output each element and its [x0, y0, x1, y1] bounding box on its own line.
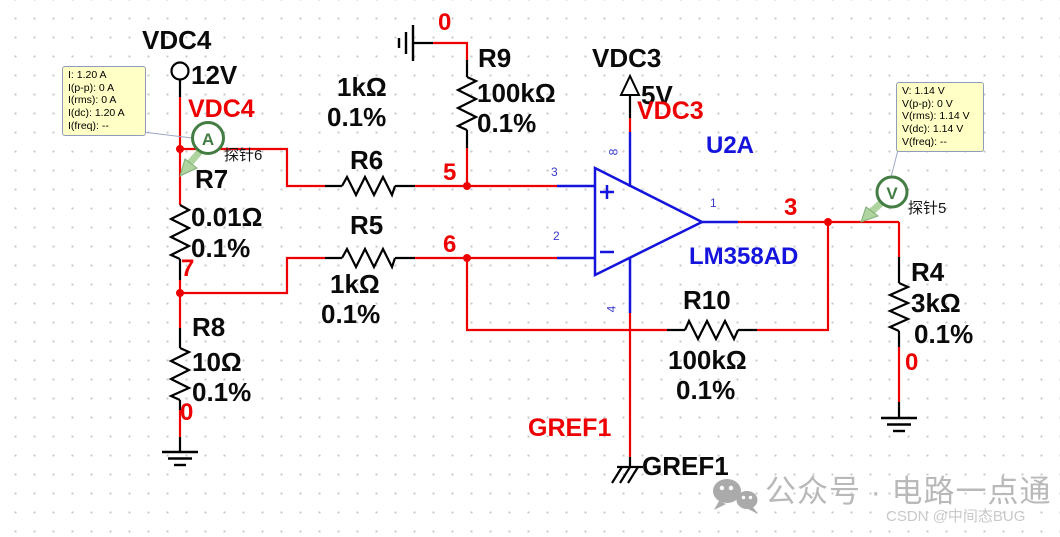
probe5-name-label[interactable]: 探针5 — [908, 200, 947, 217]
junction-dots — [176, 145, 832, 297]
current-probe-icon[interactable]: A — [179, 121, 225, 177]
r9-value-label[interactable]: 100kΩ — [477, 78, 556, 108]
resistor-r4-symbol[interactable] — [887, 222, 911, 418]
probe5-readout-tooltip[interactable]: V: 1.14 V V(p-p): 0 V V(rms): 1.14 V V(d… — [896, 82, 984, 152]
ground-icon[interactable] — [881, 416, 917, 433]
ground-icon[interactable] — [162, 450, 198, 467]
r6-tol-label[interactable]: 0.1% — [327, 102, 387, 132]
opamp-symbol[interactable] — [593, 165, 738, 313]
readout-line: I(rms): 0 A — [68, 94, 117, 107]
readout-line: V: 1.14 V — [902, 85, 945, 97]
vdc4-value-label[interactable]: 12V — [191, 60, 238, 90]
r6-ref-label[interactable]: R6 — [350, 145, 384, 175]
r10-value-label[interactable]: 100kΩ — [668, 345, 747, 375]
wire-feedback-right[interactable] — [757, 222, 830, 332]
wire-to-r6[interactable] — [180, 147, 325, 188]
wire-feedback-left[interactable] — [465, 258, 667, 332]
pin-1-label: 1 — [710, 196, 717, 210]
vdc4-source-symbol[interactable] — [170, 61, 190, 150]
net-7-label[interactable]: 7 — [181, 255, 195, 282]
vdc3-value-label[interactable]: 5V — [641, 80, 673, 110]
resistor-r5-symbol[interactable] — [325, 246, 415, 270]
readout-line: V(dc): 1.14 V — [902, 123, 964, 136]
gref1-red-label[interactable]: GREF1 — [528, 414, 612, 442]
r9-tol-label[interactable]: 0.1% — [477, 108, 537, 138]
net-0-r8-label[interactable]: 0 — [180, 399, 194, 426]
net-6-label[interactable]: 6 — [443, 231, 457, 258]
readout-line: I(p-p): 0 A — [68, 81, 115, 94]
resistor-r6-symbol[interactable] — [325, 174, 415, 198]
vdc3-ref-label[interactable]: VDC3 — [592, 43, 662, 73]
wire-to-r5[interactable] — [180, 256, 325, 295]
readout-line: V(rms): 1.14 V — [902, 110, 970, 123]
resistor-r8-symbol[interactable] — [168, 293, 192, 452]
probe6-type-letter: A — [202, 130, 214, 149]
probe6-leader-line — [142, 131, 193, 139]
csdn-watermark-text: CSDN @中间态BUG — [886, 508, 1026, 525]
readout-line: V(p-p): 0 V — [902, 97, 953, 110]
r8-ref-label[interactable]: R8 — [192, 312, 226, 342]
resistor-r9-symbol[interactable] — [413, 41, 479, 186]
probe5-leader-line — [890, 149, 899, 178]
r4-value-label[interactable]: 3kΩ — [911, 288, 961, 318]
wechat-icon — [713, 479, 758, 514]
r8-value-label[interactable]: 10Ω — [192, 347, 242, 377]
pin-4-label: 4 — [604, 305, 619, 313]
ground-sideways-icon[interactable] — [397, 25, 415, 61]
net-3-label[interactable]: 3 — [784, 194, 798, 221]
vdc4-net-label[interactable]: VDC4 — [188, 95, 255, 123]
r6-value-label[interactable]: 1kΩ — [337, 72, 387, 102]
r8-tol-label[interactable]: 0.1% — [192, 377, 252, 407]
resistor-r10-symbol[interactable] — [667, 318, 757, 342]
readout-line: I(freq): -- — [68, 119, 109, 132]
probe6-name-label[interactable]: 探针6 — [224, 147, 263, 164]
r4-tol-label[interactable]: 0.1% — [914, 319, 974, 349]
readout-line: V(freq): -- — [902, 135, 947, 148]
net-5-label[interactable]: 5 — [443, 159, 457, 186]
r5-tol-label[interactable]: 0.1% — [321, 299, 381, 329]
opamp-part-label[interactable]: LM358AD — [689, 243, 799, 270]
vdc4-ref-label[interactable]: VDC4 — [142, 25, 212, 55]
pin-2-label: 2 — [553, 229, 560, 243]
pin-8-label: 8 — [606, 148, 621, 156]
r7-tol-label[interactable]: 0.1% — [191, 233, 251, 263]
r4-ref-label[interactable]: R4 — [911, 257, 945, 287]
readout-line: I(dc): 1.20 A — [68, 107, 125, 120]
vdc3-net-label[interactable]: VDC3 — [637, 97, 704, 125]
ground-gref1-icon[interactable] — [611, 457, 643, 484]
readout-line: I: 1.20 A — [68, 69, 107, 81]
r7-value-label[interactable]: 0.01Ω — [191, 202, 263, 232]
r10-ref-label[interactable]: R10 — [683, 285, 731, 315]
wechat-watermark-text: 公众号 · 电路一点通 — [765, 474, 1052, 509]
r9-ref-label[interactable]: R9 — [478, 43, 512, 73]
voltage-probe-icon[interactable]: V — [860, 175, 909, 223]
gref1-black-label[interactable]: GREF1 — [642, 451, 729, 481]
net-0-r4-label[interactable]: 0 — [905, 349, 919, 376]
probe5-type-letter: V — [886, 184, 898, 203]
vdc3-source-symbol[interactable] — [619, 73, 641, 187]
r5-ref-label[interactable]: R5 — [350, 210, 384, 240]
r5-value-label[interactable]: 1kΩ — [330, 269, 380, 299]
pin-3-label: 3 — [551, 165, 558, 179]
r10-tol-label[interactable]: 0.1% — [676, 375, 736, 405]
r7-ref-label[interactable]: R7 — [195, 164, 229, 194]
probe6-readout-tooltip[interactable]: I: 1.20 A I(p-p): 0 A I(rms): 0 A I(dc):… — [62, 66, 146, 136]
opamp-ref-label[interactable]: U2A — [706, 132, 755, 159]
net-0-r9-label[interactable]: 0 — [438, 9, 452, 36]
